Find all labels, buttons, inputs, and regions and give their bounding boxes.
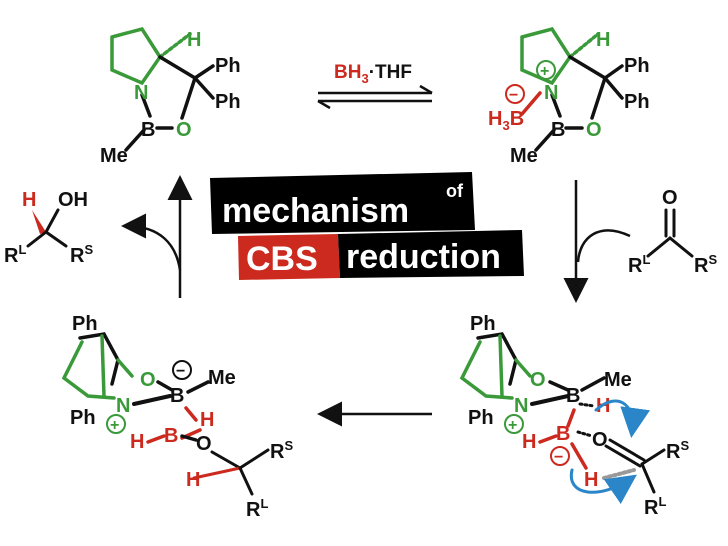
title-of: of [446, 181, 464, 201]
svg-text:RL: RL [246, 496, 268, 521]
svg-text:Ph: Ph [624, 91, 650, 113]
transition-state: Ph O N B Me Ph + H H B − H O RS RL [459, 313, 689, 519]
alcohol-product: H OH RL RS [4, 189, 93, 267]
cycle-arrows [121, 175, 631, 427]
svg-text:−: − [509, 87, 518, 104]
svg-text:+: + [508, 417, 517, 434]
svg-text:Ph: Ph [624, 55, 650, 77]
svg-text:O: O [662, 187, 678, 209]
svg-text:−: − [554, 449, 563, 466]
svg-text:N: N [116, 395, 130, 417]
svg-text:B: B [551, 119, 565, 141]
svg-text:H: H [584, 469, 598, 491]
svg-text:N: N [514, 395, 528, 417]
svg-text:Ph: Ph [215, 55, 241, 77]
svg-text:Ph: Ph [72, 313, 98, 335]
svg-text:H: H [186, 469, 200, 491]
reagent-label: BH3·THF [334, 62, 412, 86]
svg-text:O: O [586, 119, 602, 141]
svg-text:H: H [596, 29, 610, 51]
svg-text:B: B [170, 385, 184, 407]
svg-text:BH3·THF: BH3·THF [334, 62, 412, 86]
title-black-box [210, 172, 475, 234]
svg-text:O: O [592, 429, 608, 451]
equilibrium-arrows [317, 84, 433, 110]
svg-text:O: O [530, 369, 546, 391]
ketone-substrate: O RL RS [628, 187, 717, 277]
svg-text:RL: RL [644, 494, 666, 519]
svg-text:H: H [22, 189, 36, 211]
svg-text:Me: Me [208, 367, 236, 389]
svg-text:B: B [164, 425, 178, 447]
svg-text:+: + [540, 63, 549, 80]
title-cbs: CBS [246, 240, 318, 278]
title-block: mechanism of CBS reduction [210, 172, 524, 280]
svg-text:H: H [130, 431, 144, 453]
title-mechanism: mechanism [222, 192, 409, 230]
svg-text:N: N [544, 82, 558, 104]
svg-text:H: H [522, 431, 536, 453]
svg-text:H3B: H3B [488, 108, 524, 133]
svg-text:RS: RS [694, 252, 717, 277]
svg-text:−: − [176, 363, 185, 380]
svg-text:Me: Me [100, 145, 128, 167]
svg-text:Ph: Ph [70, 407, 96, 429]
svg-text:N: N [134, 82, 148, 104]
svg-text:H: H [187, 29, 201, 51]
svg-text:H: H [200, 409, 214, 431]
svg-text:Ph: Ph [470, 313, 496, 335]
svg-text:O: O [196, 433, 212, 455]
svg-text:Me: Me [510, 145, 538, 167]
svg-text:Ph: Ph [215, 91, 241, 113]
svg-text:RS: RS [270, 438, 293, 463]
svg-text:O: O [176, 119, 192, 141]
svg-text:RS: RS [666, 438, 689, 463]
svg-text:OH: OH [58, 189, 88, 211]
svg-text:RS: RS [70, 242, 93, 267]
title-red-box [238, 234, 340, 280]
svg-text:Me: Me [604, 369, 632, 391]
svg-text:+: + [110, 417, 119, 434]
svg-text:RL: RL [628, 252, 650, 277]
svg-text:B: B [566, 385, 580, 407]
title-black-box-2 [338, 230, 524, 278]
product-complex: Ph O N B − Me Ph + H H B O H RS RL [61, 313, 293, 521]
svg-text:O: O [140, 369, 156, 391]
svg-text:B: B [556, 423, 570, 445]
svg-text:RL: RL [4, 242, 26, 267]
svg-text:B: B [141, 119, 155, 141]
catalyst-structure: H N B O Ph Ph Me [100, 26, 241, 167]
title-reduction: reduction [346, 238, 501, 276]
catalyst-borane-complex: H N + − H3B B O Ph Ph Me [488, 26, 650, 167]
svg-text:Ph: Ph [468, 407, 494, 429]
